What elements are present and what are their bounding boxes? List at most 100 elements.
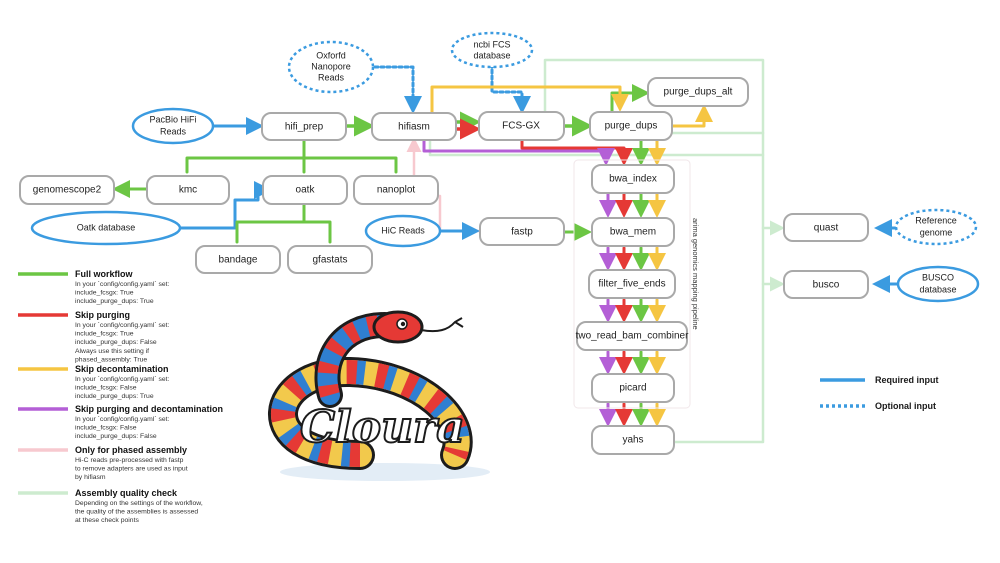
edge-yellow-purgealt: [670, 104, 713, 128]
legend-line: include_purge_dups: False: [75, 433, 157, 440]
node-purge-dups-alt[interactable]: purge_dups_alt: [647, 77, 749, 107]
node-gfastats[interactable]: gfastats: [287, 245, 373, 274]
svg-text:Reads: Reads: [160, 126, 187, 136]
input-busco-database: BUSCO database: [896, 265, 980, 303]
edge-qc-top: [543, 58, 765, 444]
svg-text:bandage: bandage: [219, 255, 258, 266]
edge-oatkdb-oatk: [178, 181, 272, 230]
svg-text:bwa_index: bwa_index: [609, 174, 657, 185]
svg-text:Oatk database: Oatk database: [77, 222, 136, 232]
legend-line: include_fcsgx: True: [75, 290, 134, 297]
legend-line: Hi-C reads pre-processed with fastp: [75, 457, 184, 464]
svg-text:purge_dups: purge_dups: [605, 121, 658, 132]
node-kmc[interactable]: kmc: [146, 175, 230, 205]
node-quast[interactable]: quast: [783, 213, 869, 242]
legend-line: by hifiasm: [75, 474, 106, 481]
edge-oatk-split: [235, 202, 332, 244]
svg-text:hifiasm: hifiasm: [398, 122, 430, 133]
svg-text:Nanopore: Nanopore: [311, 61, 351, 71]
svg-text:Reference: Reference: [915, 215, 957, 225]
svg-text:Oxforfd: Oxforfd: [316, 50, 346, 60]
legend-title-1: Skip purging: [75, 310, 130, 320]
svg-text:busco: busco: [813, 280, 840, 291]
legend-line: In your `config/config.yaml` set:: [75, 281, 170, 288]
edge-ncbi-fcsgx: [490, 62, 531, 114]
legend-line: include_purge_dups: False: [75, 339, 157, 346]
input-ncbi-fcs-database: ncbi FCS database: [450, 31, 534, 69]
legend-line: include_purge_dups: True: [75, 393, 154, 400]
logo-snake: Cloura: [268, 310, 490, 481]
legend-line: In your `config/config.yaml` set:: [75, 416, 170, 423]
input-pacbio-hifi-reads: PacBio HiFi Reads: [131, 107, 215, 145]
svg-text:PacBio HiFi: PacBio HiFi: [149, 114, 196, 124]
legend-line: phased_assembly: True: [75, 356, 147, 363]
svg-text:gfastats: gfastats: [312, 255, 347, 266]
node-fastp[interactable]: fastp: [479, 217, 565, 246]
svg-text:fastp: fastp: [511, 227, 533, 238]
edges: [112, 58, 899, 444]
legend-line: include_fcsgx: True: [75, 331, 134, 338]
node-nanoplot[interactable]: nanoplot: [353, 175, 439, 205]
svg-text:genomescope2: genomescope2: [33, 185, 102, 196]
svg-text:filter_five_ends: filter_five_ends: [598, 279, 665, 290]
svg-text:Reads: Reads: [318, 72, 345, 82]
svg-text:database: database: [473, 50, 510, 60]
node-yahs[interactable]: yahs: [591, 425, 675, 455]
legend-title-2: Skip decontamination: [75, 364, 169, 374]
edge-hifiprep-split: [185, 138, 398, 174]
svg-text:bwa_mem: bwa_mem: [610, 227, 656, 238]
node-two-read-bam-combiner[interactable]: two_read_bam_combiner: [576, 321, 690, 351]
edge-purge-purgealt: [610, 84, 650, 114]
input-oatk-database: Oatk database: [30, 210, 182, 246]
legend-title-5: Assembly quality check: [75, 488, 178, 498]
svg-text:genome: genome: [920, 227, 953, 237]
legend-line: Depending on the settings of the workflo…: [75, 500, 203, 507]
mapping-pipeline-label: arima genomics mapping pipeline: [691, 218, 700, 330]
legend-line: Always use this setting if: [75, 348, 149, 355]
svg-text:ncbi FCS: ncbi FCS: [473, 39, 510, 49]
svg-text:nanoplot: nanoplot: [377, 185, 416, 196]
svg-text:FCS-GX: FCS-GX: [502, 121, 540, 132]
node-bandage[interactable]: bandage: [195, 245, 281, 274]
svg-text:picard: picard: [619, 383, 646, 394]
legend-line: In your `config/config.yaml` set:: [75, 322, 170, 329]
svg-text:kmc: kmc: [179, 185, 197, 196]
node-picard[interactable]: picard: [591, 373, 675, 403]
svg-text:oatk: oatk: [296, 185, 316, 196]
svg-text:yahs: yahs: [622, 435, 643, 446]
legend-line: include_fcsgx: False: [75, 385, 137, 392]
svg-text:two_read_bam_combiner: two_read_bam_combiner: [576, 331, 690, 342]
input-key: Required input Optional input: [820, 375, 939, 411]
node-busco[interactable]: busco: [783, 270, 869, 299]
node-bwa-mem[interactable]: bwa_mem: [591, 217, 675, 247]
legend-line: the quality of the assemblies is assesse…: [75, 509, 198, 516]
legend-line: In your `config/config.yaml` set:: [75, 376, 170, 383]
edge-purple-hifiasm-bwa: [422, 138, 615, 166]
mapping-pipeline-frame: [573, 159, 691, 409]
legend-line: include_purge_dups: True: [75, 298, 154, 305]
key-required-label: Required input: [875, 375, 939, 385]
legend-title-4: Only for phased assembly: [75, 445, 187, 455]
node-bwa-index[interactable]: bwa_index: [591, 164, 675, 194]
svg-text:BUSCO: BUSCO: [922, 272, 954, 282]
key-optional-label: Optional input: [875, 401, 936, 411]
input-reference-genome: Reference genome: [894, 208, 978, 246]
edge-oxford-hifiasm: [373, 65, 422, 114]
node-oatk[interactable]: oatk: [262, 175, 348, 205]
legend-title-0: Full workflow: [75, 269, 133, 279]
node-hifiasm[interactable]: hifiasm: [371, 112, 457, 141]
legend-title-3: Skip purging and decontamination: [75, 404, 223, 414]
svg-text:database: database: [919, 284, 956, 294]
svg-text:quast: quast: [814, 223, 839, 234]
node-fcs-gx[interactable]: FCS-GX: [478, 111, 565, 141]
node-purge-dups[interactable]: purge_dups: [589, 111, 673, 141]
svg-text:purge_dups_alt: purge_dups_alt: [664, 87, 733, 98]
node-genomescope2[interactable]: genomescope2: [19, 175, 115, 205]
node-hifi-prep[interactable]: hifi_prep: [261, 112, 347, 141]
node-filter-five-ends[interactable]: filter_five_ends: [588, 269, 676, 299]
input-oxford-nanopore-reads: Oxforfd Nanopore Reads: [287, 40, 375, 94]
legend-line: to remove adapters are used as input: [75, 466, 188, 473]
logo-text: Cloura: [300, 402, 465, 453]
